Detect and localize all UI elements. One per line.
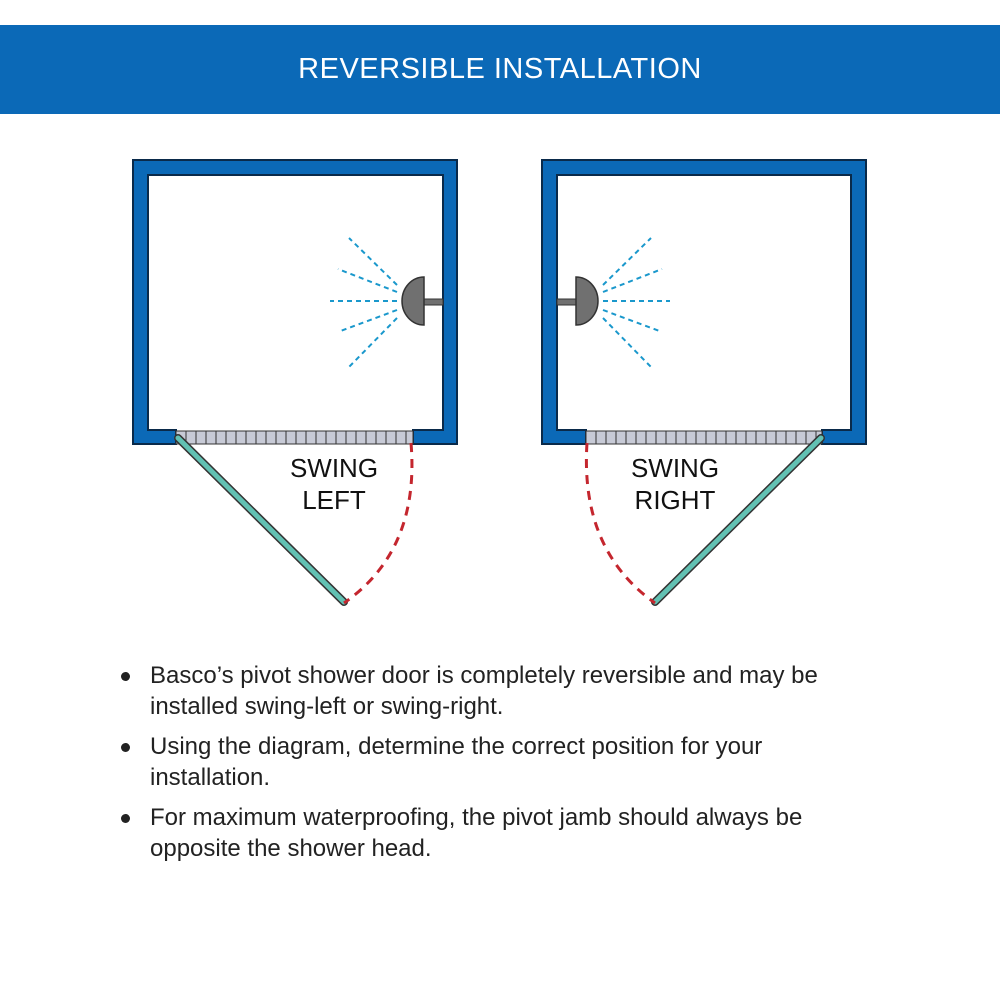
swing-right-label-line1: SWING bbox=[631, 453, 719, 483]
header-banner: REVERSIBLE INSTALLATION bbox=[0, 25, 1000, 114]
list-item-text: Using the diagram, determine the correct… bbox=[150, 733, 763, 791]
list-item-text: Basco’s pivot shower door is completely … bbox=[150, 662, 818, 720]
bullet-icon bbox=[121, 814, 130, 823]
swing-left-diagram: SWING LEFT bbox=[132, 159, 458, 606]
swing-arc bbox=[584, 442, 656, 605]
water-spray-icon bbox=[602, 237, 670, 368]
list-item: Basco’s pivot shower door is completely … bbox=[118, 660, 878, 722]
list-item: For maximum waterproofing, the pivot jam… bbox=[118, 802, 878, 864]
list-item: Using the diagram, determine the correct… bbox=[118, 731, 878, 793]
bullet-icon bbox=[121, 743, 130, 752]
shower-head-icon bbox=[556, 276, 599, 326]
installation-diagram: SWING LEFT SWING RIGHT bbox=[132, 159, 867, 606]
bullet-icon bbox=[121, 672, 130, 681]
threshold-track bbox=[175, 430, 414, 445]
list-item-text: For maximum waterproofing, the pivot jam… bbox=[150, 804, 803, 862]
water-spray-icon bbox=[330, 237, 398, 368]
threshold-track bbox=[585, 430, 823, 445]
shower-head-icon bbox=[401, 276, 444, 326]
swing-right-label-line2: RIGHT bbox=[635, 485, 716, 515]
swing-left-label-line2: LEFT bbox=[302, 485, 366, 515]
instruction-list: Basco’s pivot shower door is completely … bbox=[118, 660, 878, 873]
swing-arc bbox=[343, 442, 414, 605]
page-title: REVERSIBLE INSTALLATION bbox=[298, 53, 702, 85]
swing-left-label-line1: SWING bbox=[290, 453, 378, 483]
swing-right-diagram: SWING RIGHT bbox=[541, 159, 867, 606]
